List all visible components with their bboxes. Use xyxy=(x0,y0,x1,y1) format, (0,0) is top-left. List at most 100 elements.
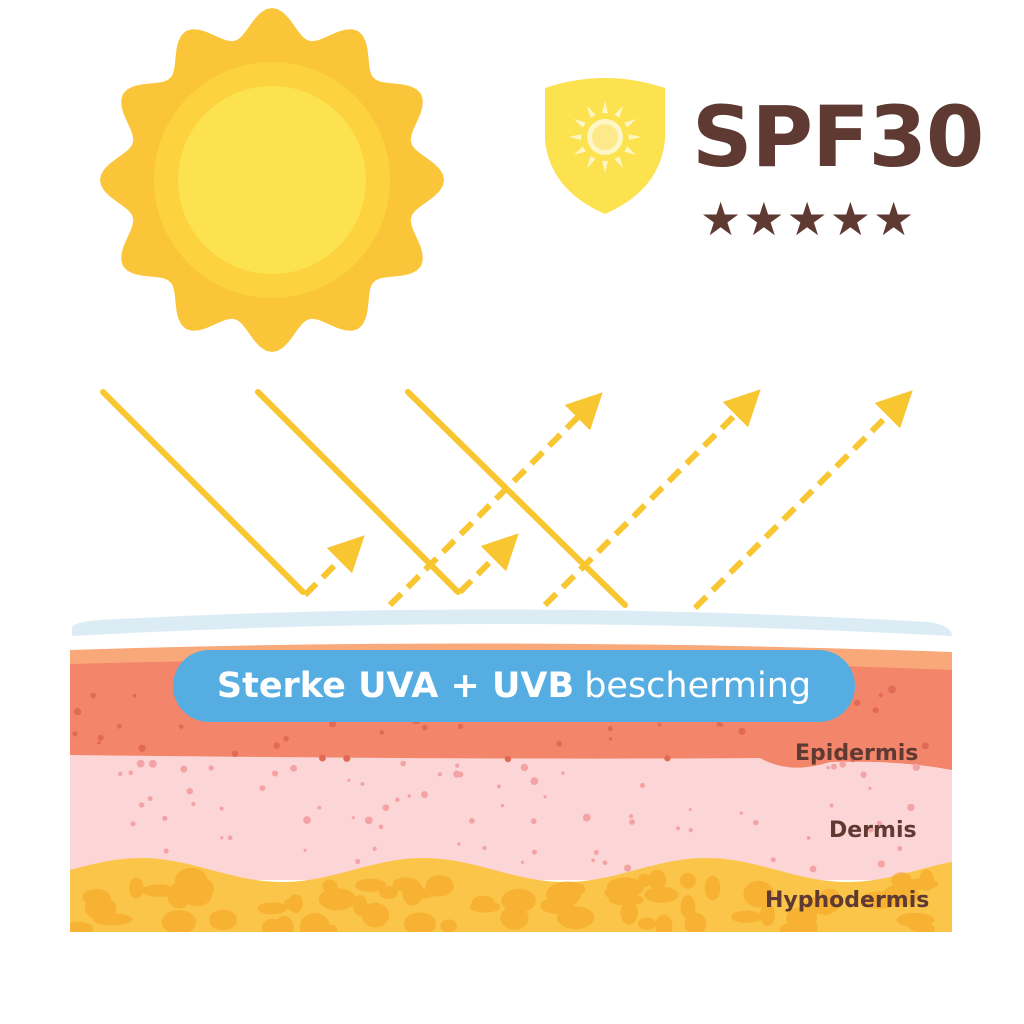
skin-cell-dot xyxy=(128,770,134,776)
skin-cell-dot xyxy=(530,777,539,786)
fat-cell xyxy=(318,888,356,911)
fat-cell xyxy=(261,918,284,932)
shield-sun-ray xyxy=(573,119,586,128)
skin-cell-dot xyxy=(657,722,662,727)
epidermis-label: Epidermis xyxy=(795,741,919,766)
fat-cell xyxy=(540,897,574,914)
skin-cell-dot xyxy=(853,699,861,707)
shield-sun-ray xyxy=(614,105,623,118)
fat-cell xyxy=(680,872,696,889)
skin-cell-dot xyxy=(186,787,193,795)
fat-cell xyxy=(704,875,721,901)
skin-cell-dot xyxy=(877,860,886,868)
skin-cell-dot xyxy=(355,858,361,865)
skin-cell-dot xyxy=(351,816,355,820)
skin-cell-dot xyxy=(607,725,613,732)
skin-cell-dot xyxy=(319,754,326,762)
fat-cell xyxy=(355,878,387,892)
skin-cell-dot xyxy=(500,803,505,808)
skin-cell-dot xyxy=(231,750,239,758)
skin-cell-dot xyxy=(227,835,233,841)
skin-cell-dot xyxy=(178,724,184,729)
reflected-ray xyxy=(692,390,913,611)
fat-cell xyxy=(161,910,197,932)
fat-cell xyxy=(379,886,398,900)
skin-cell-dot xyxy=(469,818,475,824)
skin-cell-dot xyxy=(629,819,635,825)
skin-cell-dot xyxy=(826,765,830,770)
skin-cell-dot xyxy=(72,731,78,737)
fat-cell xyxy=(620,900,638,925)
reflected-ray xyxy=(542,389,761,608)
banner-bold-text: Sterke UVA + UVB xyxy=(216,666,575,706)
skin-cell-dot xyxy=(455,763,460,768)
shield-sun-ray xyxy=(614,156,623,169)
skin-cell-dot xyxy=(162,815,168,821)
skin-cell-dot xyxy=(382,804,390,812)
skin-cell-dot xyxy=(457,723,464,730)
skin-cell-dot xyxy=(829,803,834,808)
skin-cell-dot xyxy=(872,707,879,714)
fat-cell xyxy=(353,895,368,916)
skin-cell-dot xyxy=(640,782,645,788)
skin-cell-dot xyxy=(97,734,104,741)
shield-sun-ray xyxy=(602,101,608,114)
reflected-ray xyxy=(457,533,519,595)
skin-cell-dot xyxy=(520,860,525,864)
skin-cell-dot xyxy=(593,849,599,855)
fat-cell xyxy=(181,883,212,907)
shield-icon xyxy=(545,78,665,214)
skin-cell-dot xyxy=(675,826,680,831)
skin-cell-dot xyxy=(365,816,373,825)
skin-cell-dot xyxy=(360,782,365,786)
skin-cell-dot xyxy=(531,849,538,855)
shield-sun-ray xyxy=(587,156,596,169)
rating-stars: ★★★★★ xyxy=(700,192,917,246)
skin-cell-dot xyxy=(73,708,82,716)
hypodermis-label: Hyphodermis xyxy=(765,888,930,913)
shield-sun-ray xyxy=(628,134,641,140)
skin-cell-dot xyxy=(400,760,407,767)
skin-cell-dot xyxy=(132,693,137,698)
skin-cell-dot xyxy=(806,835,811,840)
skin-cell-dot xyxy=(379,730,385,735)
skin-cell-dot xyxy=(208,765,214,771)
skin-cell-dot xyxy=(130,821,136,827)
skin-cell-dot xyxy=(180,765,188,773)
skin-cell-dot xyxy=(530,818,537,825)
fat-cell xyxy=(129,877,144,899)
skin-cell-dot xyxy=(97,741,101,745)
fat-cell xyxy=(403,912,437,932)
skin-cell-dot xyxy=(343,754,351,762)
skin-cell-dot xyxy=(116,723,122,729)
skin-cell-dot xyxy=(317,805,322,810)
sun-icon xyxy=(100,8,444,352)
skin-cell-dot xyxy=(582,813,591,822)
skin-cell-dot xyxy=(897,846,903,851)
skin-cell-dot xyxy=(752,819,759,826)
skin-cell-dot xyxy=(738,727,746,736)
skin-cell-dot xyxy=(271,770,279,777)
skin-cell-dot xyxy=(219,806,224,811)
skin-cell-dot xyxy=(163,848,169,854)
skin-cell-dot xyxy=(868,786,872,790)
skin-cell-dot xyxy=(809,865,817,873)
skin-cell-dot xyxy=(259,785,266,792)
skin-cell-dot xyxy=(372,846,377,851)
skin-cell-dot xyxy=(136,759,145,768)
fat-cell xyxy=(299,912,330,932)
fat-cell xyxy=(760,903,775,927)
skin-cell-dot xyxy=(888,685,896,694)
skin-cell-dot xyxy=(329,720,337,728)
skin-cell-dot xyxy=(347,778,351,782)
fat-cell xyxy=(903,878,939,890)
shield-sun-ray xyxy=(573,146,586,155)
fat-cell xyxy=(680,894,696,919)
skin-cell-dot xyxy=(147,796,153,802)
fat-cell xyxy=(440,919,458,932)
skin-cell-dot xyxy=(921,742,929,750)
skin-cell-dot xyxy=(912,763,921,771)
skin-cell-dot xyxy=(624,864,632,872)
fat-cell xyxy=(655,914,673,932)
skin-cell-dot xyxy=(770,857,776,863)
